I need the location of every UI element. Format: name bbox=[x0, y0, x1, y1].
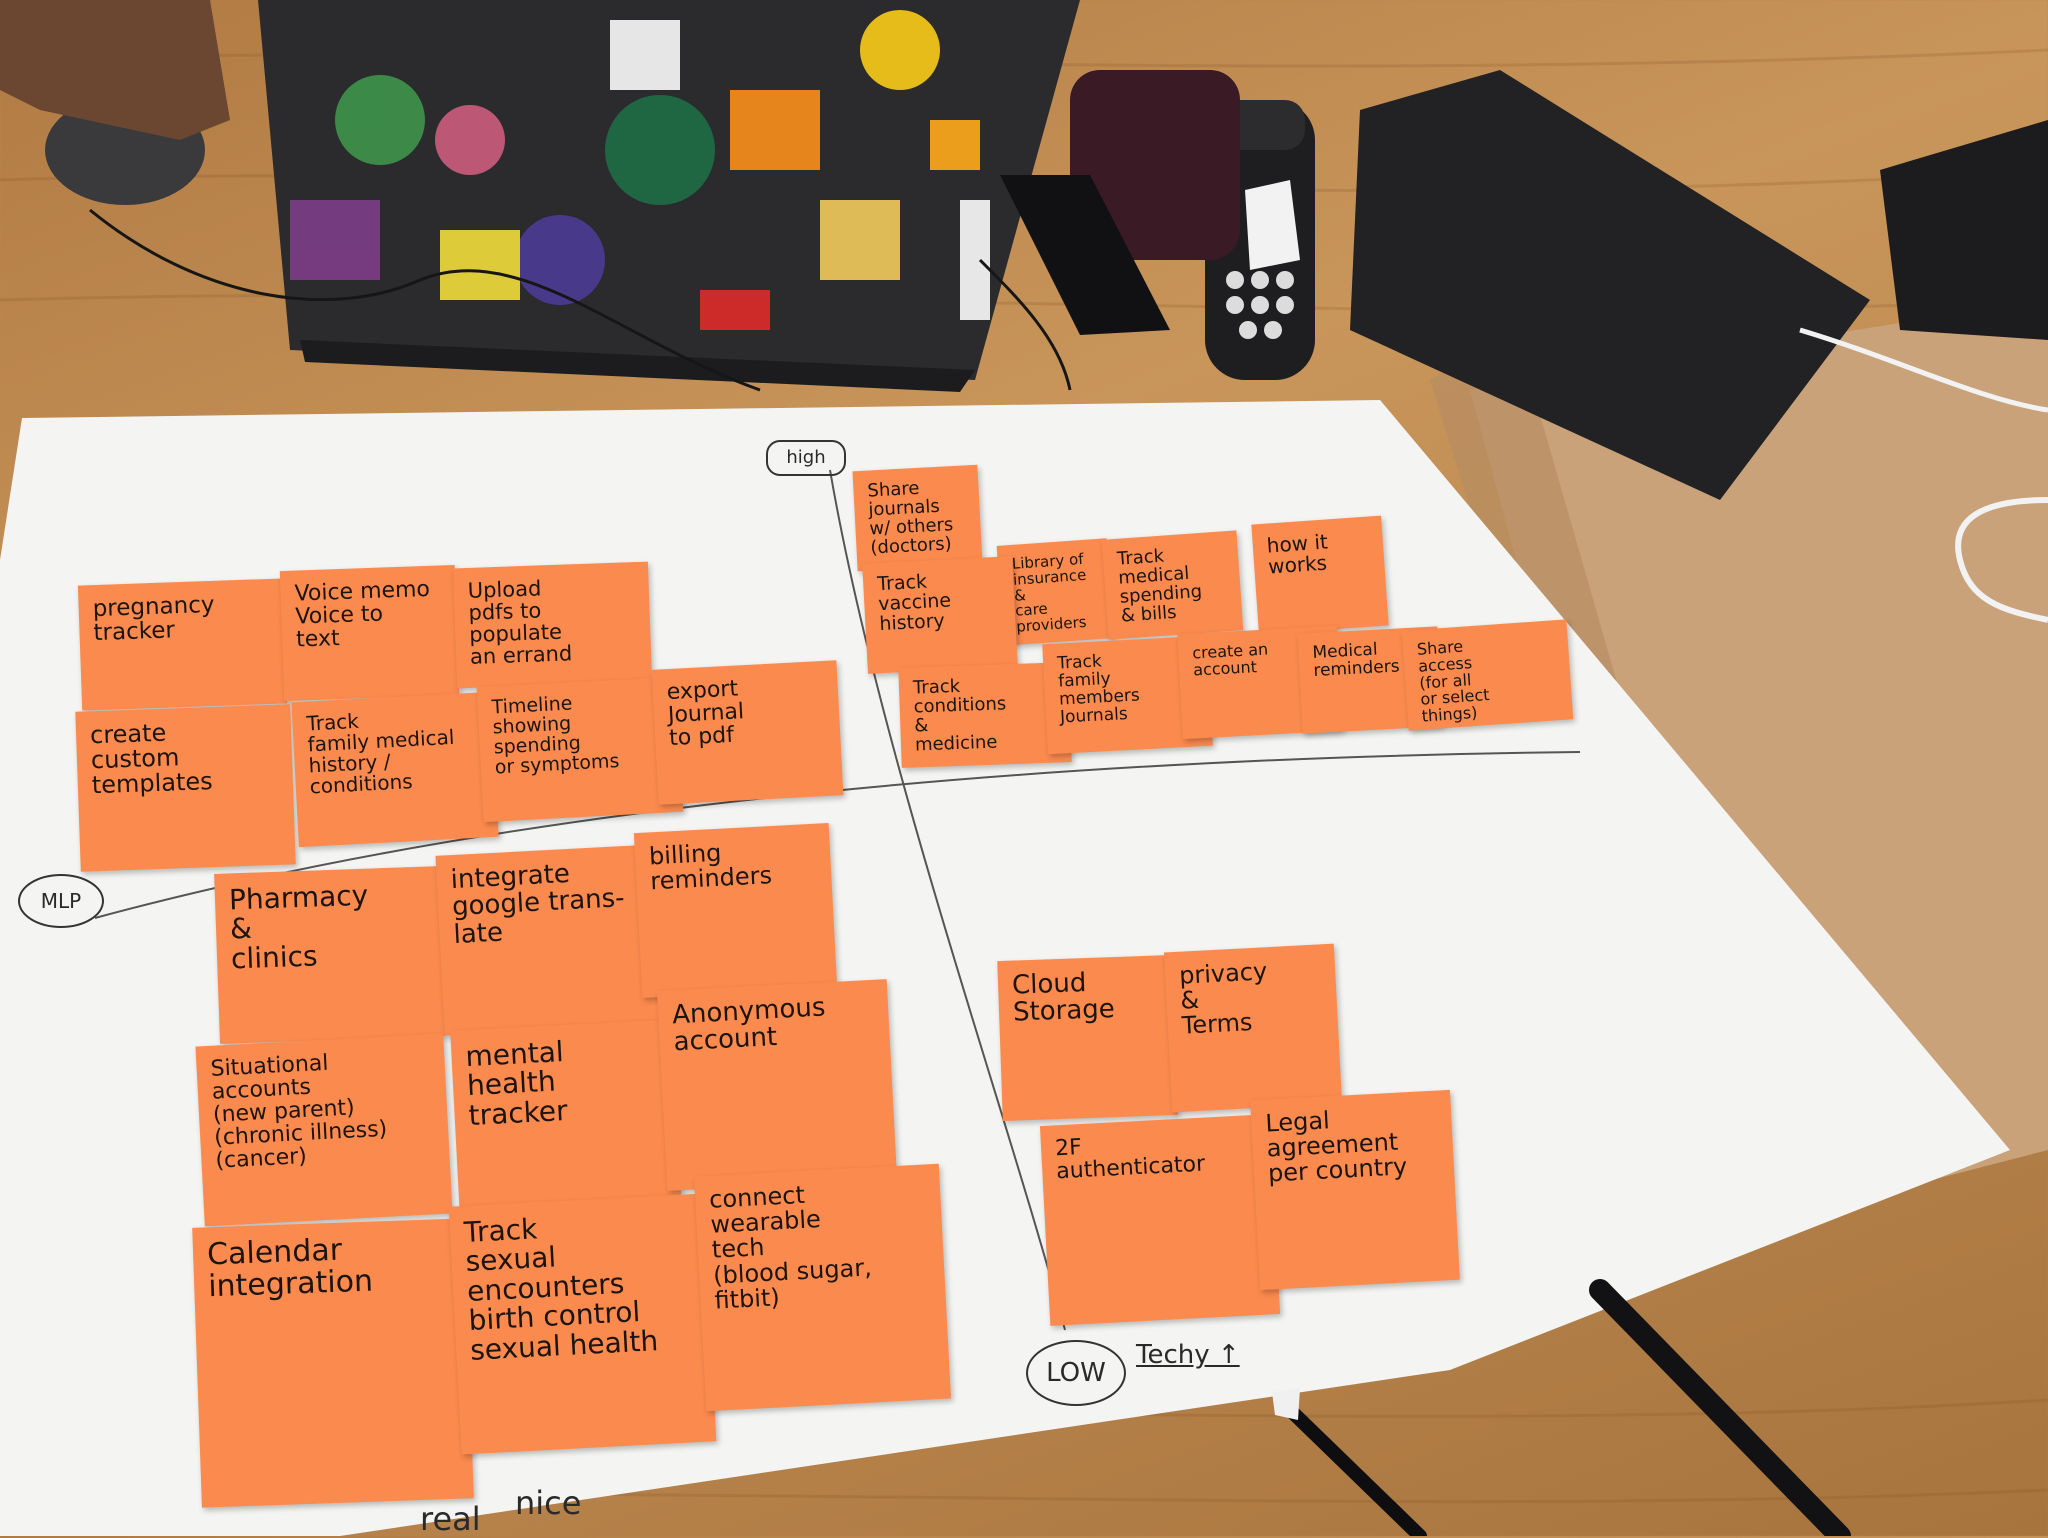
axis-label-techy: Techy ↑ bbox=[1136, 1340, 1240, 1370]
bag bbox=[1880, 120, 2048, 340]
sticky-note-line: Storage bbox=[1012, 994, 1116, 1028]
vertical-axis bbox=[829, 469, 1066, 1331]
sticky-note-line: tracker bbox=[93, 617, 176, 647]
sticky-note-line: tracker bbox=[467, 1093, 569, 1132]
sticky-note-line: Journals bbox=[1059, 703, 1129, 728]
sticky-note-line: works bbox=[1267, 550, 1328, 579]
sticky-note-privacy-terms: privacy&Terms bbox=[1163, 943, 1343, 1113]
sticky-note-pharmacy: Pharmacy&clinics bbox=[214, 866, 445, 1044]
sticky-note-line: medicine bbox=[914, 731, 998, 756]
sticky-note-line: reminders bbox=[649, 861, 773, 896]
kraft-paper-roll bbox=[1470, 300, 2048, 1240]
laptop-stickers bbox=[290, 10, 990, 330]
bottom-handwriting-real: real bbox=[420, 1500, 481, 1538]
laptop-sleeve bbox=[1350, 70, 1870, 500]
axis-label-high: high bbox=[766, 440, 846, 476]
sticky-note-line: integration bbox=[207, 1263, 374, 1304]
axis-label-low: LOW bbox=[1026, 1340, 1126, 1406]
sticky-note-line: & bills bbox=[1120, 601, 1178, 627]
sticky-note-line: templates bbox=[91, 767, 214, 800]
purple-case bbox=[1070, 70, 1240, 260]
axis-label-mlp: MLP bbox=[18, 874, 104, 928]
sticky-note-line: per country bbox=[1267, 1152, 1408, 1188]
bottom-handwriting-nice: nice bbox=[515, 1484, 582, 1522]
sticky-note-line: an errand bbox=[469, 641, 573, 670]
sticky-note-line: care providers bbox=[1014, 599, 1088, 636]
sticky-note-line: clinics bbox=[230, 939, 319, 976]
hand bbox=[0, 0, 230, 140]
pencil bbox=[1278, 1398, 1427, 1536]
sticky-note-line: Terms bbox=[1181, 1008, 1254, 1041]
phone bbox=[1000, 175, 1170, 335]
sticky-note-line: history bbox=[878, 609, 946, 636]
marker-pen bbox=[1589, 1279, 1851, 1536]
sticky-note-line: (doctors) bbox=[869, 532, 953, 559]
sticky-note-line: text bbox=[295, 626, 341, 653]
